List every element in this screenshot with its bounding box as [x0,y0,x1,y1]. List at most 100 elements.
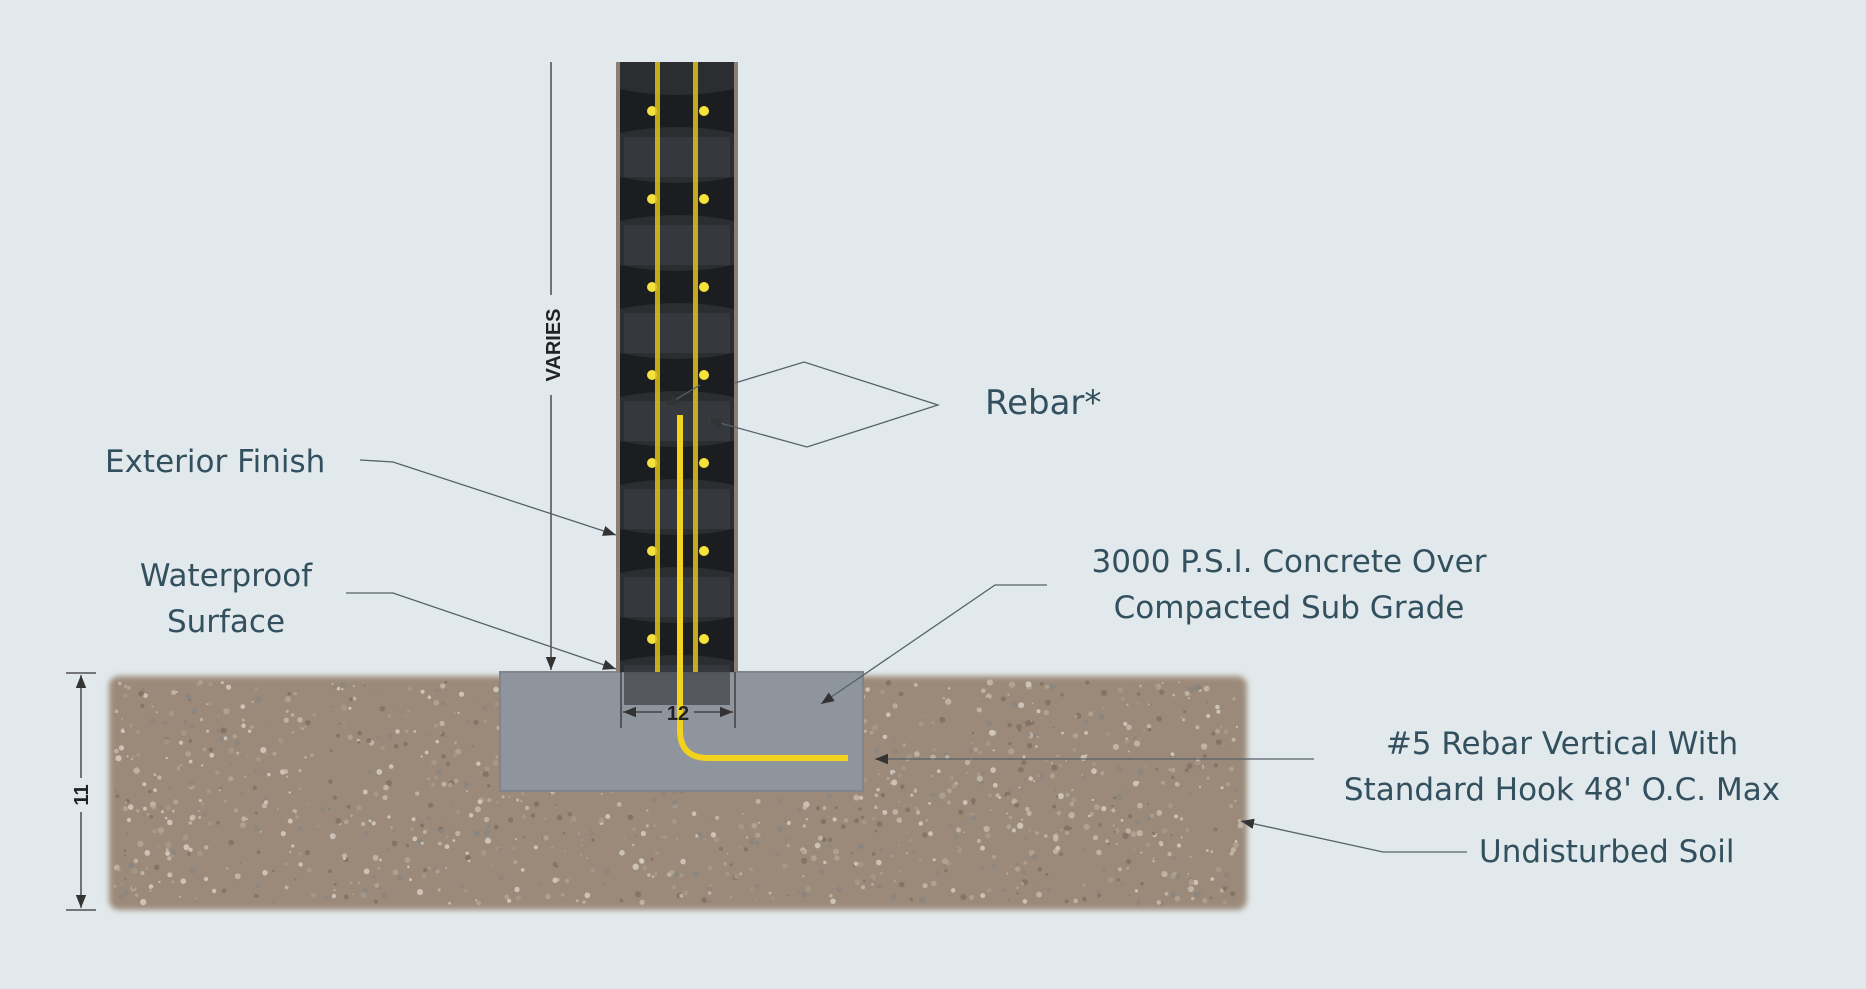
gravel-speck [161,833,164,836]
gravel-speck [955,847,959,851]
gravel-speck [1167,803,1173,809]
gravel-speck [801,857,808,864]
gravel-speck [1052,833,1059,840]
gravel-speck [507,795,512,799]
gravel-speck [1018,702,1025,709]
gravel-speck [1021,760,1027,765]
gravel-speck [445,867,448,869]
rebar-leader [664,384,701,407]
gravel-speck [802,824,807,828]
gravel-speck [298,862,303,867]
gravel-speck [950,888,956,893]
gravel-speck [278,738,284,744]
gravel-speck [543,817,547,820]
gravel-speck [456,810,460,814]
gravel-speck [293,691,298,696]
gravel-speck [587,829,594,836]
gravel-speck [420,841,424,845]
gravel-speck [526,793,529,796]
footing-depth-dimension: 11 [66,672,96,911]
gravel-speck [801,849,806,854]
gravel-speck [312,713,317,717]
gravel-speck [494,824,499,830]
gravel-speck [1101,706,1105,710]
gravel-speck [713,836,720,843]
gravel-speck [579,853,583,857]
gravel-speck [409,878,412,882]
gravel-speck [660,835,664,839]
gravel-speck [474,806,481,813]
gravel-speck [755,883,760,888]
gravel-speck [1119,768,1123,772]
gravel-speck [360,821,366,827]
gravel-speck [963,831,965,834]
gravel-speck [188,847,193,852]
gravel-speck [577,832,581,835]
gravel-speck [780,831,783,834]
gravel-speck [165,841,172,848]
gravel-speck [155,711,158,714]
gravel-speck [1158,840,1164,846]
gravel-speck [1137,781,1140,784]
gravel-speck [504,894,509,900]
gravel-speck [1072,733,1079,739]
rebar-label: Rebar* [985,383,1101,423]
gravel-speck [113,789,117,793]
gravel-speck [782,863,788,869]
gravel-speck [1102,868,1106,873]
gravel-speck [138,690,144,697]
gravel-speck [879,848,884,853]
gravel-speck [208,821,213,826]
gravel-speck [223,799,228,803]
gravel-speck [114,748,119,754]
gravel-speck [1011,828,1016,833]
undisturbed-soil [109,676,1247,910]
gravel-speck [913,751,920,757]
gravel-speck [880,689,886,695]
gravel-speck [168,710,175,717]
gravel-speck [328,779,333,784]
gravel-speck [423,867,428,873]
gravel-speck [964,759,971,766]
gravel-speck [1073,898,1078,904]
gravel-speck [149,717,155,723]
gravel-speck [1028,776,1033,781]
gravel-speck [493,686,499,693]
gravel-speck [646,809,649,812]
gravel-speck [1044,834,1048,838]
gravel-speck [179,895,182,898]
gravel-speck [297,717,303,723]
gravel-speck [1000,696,1006,702]
gravel-speck [1161,828,1168,834]
gravel-speck [1098,714,1105,720]
gravel-speck [932,748,936,752]
gravel-speck [1016,863,1019,865]
gravel-speck [912,850,916,854]
gravel-speck [898,881,905,888]
gravel-speck [1186,763,1193,769]
gravel-speck [1074,714,1078,718]
gravel-speck [1174,895,1181,902]
gravel-speck [810,855,817,862]
gravel-speck [197,810,200,812]
gravel-speck [876,788,880,792]
gravel-speck [1209,896,1213,900]
gravel-speck [569,877,571,880]
gravel-speck [874,793,879,798]
gravel-speck [437,888,441,892]
gravel-speck [188,781,195,787]
gravel-speck [944,869,948,873]
gravel-speck [424,750,429,755]
gravel-speck [407,709,411,713]
gravel-speck [1150,703,1153,705]
gravel-speck [145,867,148,870]
gravel-speck [1220,786,1224,790]
gravel-speck [1031,702,1034,705]
gravel-speck [1161,871,1168,878]
gravel-speck [465,719,470,724]
gravel-speck [1051,762,1053,764]
gravel-speck [619,898,624,903]
gravel-speck [631,843,635,847]
gravel-speck [669,869,675,875]
